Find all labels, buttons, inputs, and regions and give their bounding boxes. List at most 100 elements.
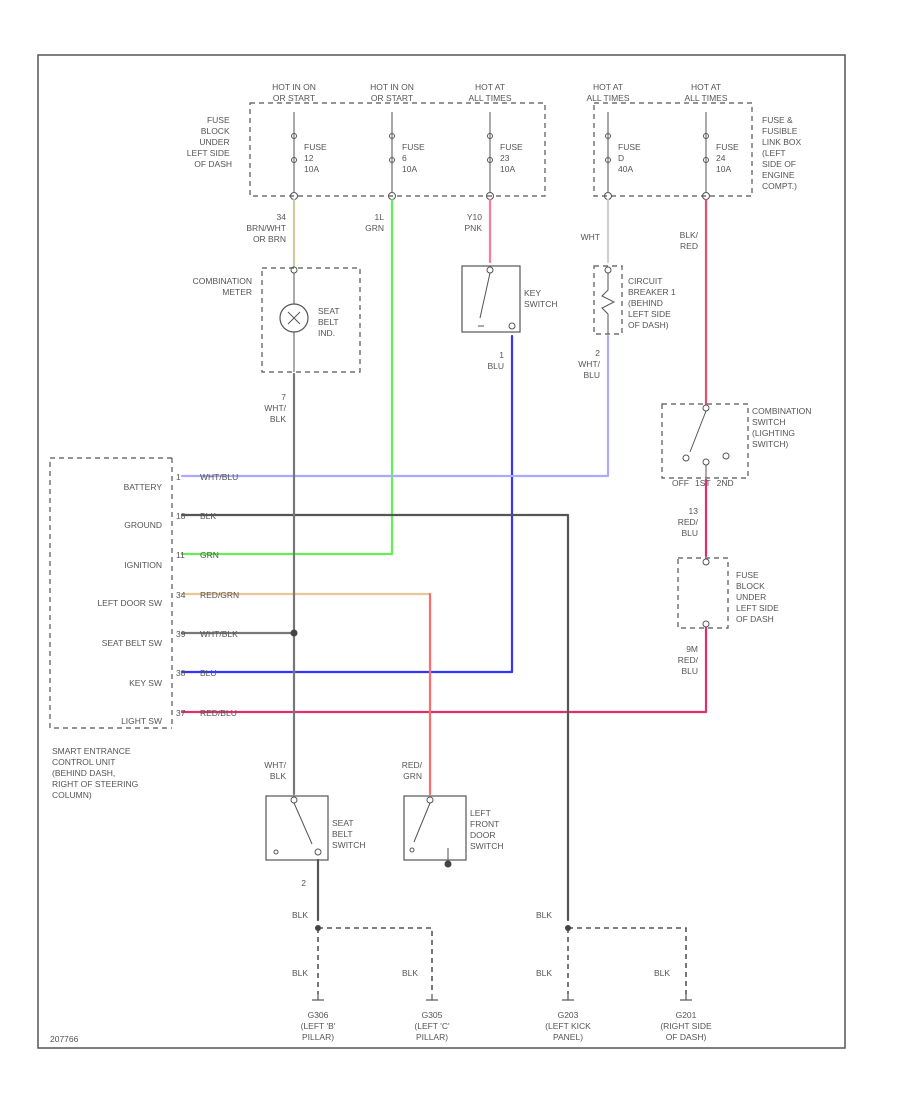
- wire-wht-blu: [180, 334, 610, 478]
- svg-text:LIGHT SW: LIGHT SW: [121, 716, 162, 726]
- ground-blk-label-5: BLK: [536, 968, 552, 978]
- module-pin-battery: BATTERY 1 WHT/BLU: [124, 472, 239, 492]
- ground-symbol-g305: [426, 994, 438, 1001]
- fuse-block-mid-box: [677, 557, 729, 629]
- key-switch-box: [461, 265, 521, 333]
- wire-label-wht-blk-bot: WHT/BLK: [264, 760, 286, 781]
- svg-text:BLK: BLK: [200, 511, 216, 521]
- svg-text:SEAT BELT SW: SEAT BELT SW: [102, 638, 162, 648]
- svg-text:11: 11: [176, 550, 185, 560]
- wire-label-wht: WHT: [581, 232, 600, 242]
- ground-symbol-g306: [312, 994, 324, 1001]
- ground-blk-label-6: BLK: [654, 968, 670, 978]
- fuse-link-box-label: FUSE & FUSIBLE LINK BOX (LEFT SIDE OF EN…: [762, 115, 804, 191]
- module-pin-ground: GROUND 18 BLK: [124, 511, 216, 530]
- fuse-24-symbol: [702, 112, 710, 200]
- wire-blu: [180, 334, 514, 674]
- fuse-block-dash-label: FUSE BLOCK UNDER LEFT SIDE OF DASH: [187, 115, 232, 169]
- ground-blk-label-3: BLK: [292, 968, 308, 978]
- seat-belt-switch-box: [265, 795, 329, 861]
- fuse-12-symbol: [290, 112, 298, 200]
- module-pin-left-door-sw: LEFT DOOR SW 34 RED/GRN: [97, 590, 239, 608]
- svg-text:GROUND: GROUND: [124, 520, 162, 530]
- svg-text:1: 1: [176, 472, 181, 482]
- wire-grn: [180, 198, 394, 556]
- wire-label-blk-red: BLK/RED: [680, 230, 699, 251]
- svg-text:18: 18: [176, 511, 186, 521]
- splice-seat-belt: [290, 629, 298, 637]
- figure-id: 207766: [50, 1034, 79, 1044]
- svg-text:BLU: BLU: [200, 668, 217, 678]
- svg-text:GRN: GRN: [200, 550, 219, 560]
- ground-blk-label-4: BLK: [402, 968, 418, 978]
- fuse-d-symbol: [604, 112, 612, 200]
- wire-label-red-grn: RED/GRN: [402, 760, 423, 781]
- svg-text:BATTERY: BATTERY: [124, 482, 163, 492]
- control-unit-bracket: [49, 457, 172, 729]
- svg-text:38: 38: [176, 668, 186, 678]
- ground-symbol-g203: [562, 994, 574, 1001]
- fuse-23-symbol: [486, 112, 494, 200]
- module-pin-key-sw: KEY SW 38 BLU: [129, 668, 216, 688]
- svg-text:WHT/BLU: WHT/BLU: [200, 472, 238, 482]
- fuse-box-dash: [249, 102, 546, 197]
- wire-red-blu-2: [180, 626, 708, 714]
- door-switch-box: [403, 795, 467, 861]
- ground-symbol-g201: [680, 994, 692, 1001]
- seat-belt-switch-pin: 2: [301, 878, 306, 888]
- ground-g305-label: G305(LEFT 'C'PILLAR): [414, 1010, 450, 1042]
- svg-text:37: 37: [176, 708, 186, 718]
- ground-bus-left: [318, 927, 433, 994]
- svg-text:RED/BLU: RED/BLU: [200, 708, 237, 718]
- module-pin-seat-belt-sw: SEAT BELT SW 39 WHT/BLK: [102, 629, 238, 648]
- svg-text:IGNITION: IGNITION: [124, 560, 162, 570]
- ground-bus-right: [568, 927, 687, 994]
- module-pin-ignition: IGNITION 11 GRN: [124, 550, 219, 570]
- ground-blk-label-1: BLK: [292, 910, 308, 920]
- svg-text:LEFT DOOR SW: LEFT DOOR SW: [97, 598, 162, 608]
- svg-text:39: 39: [176, 629, 186, 639]
- svg-text:WHT/BLK: WHT/BLK: [200, 629, 238, 639]
- diagram-frame: [37, 54, 846, 1049]
- fuse-6-symbol: [388, 112, 396, 200]
- svg-text:KEY SW: KEY SW: [129, 678, 162, 688]
- ground-g306-label: G306(LEFT 'B'PILLAR): [301, 1010, 336, 1042]
- module-pin-light-sw: LIGHT SW 37 RED/BLU: [121, 708, 237, 726]
- combination-switch-box: [661, 403, 749, 479]
- ground-blk-label-2: BLK: [536, 910, 552, 920]
- combination-meter-box: [261, 267, 361, 373]
- wire-blk-ground: [180, 513, 570, 922]
- svg-text:RED/GRN: RED/GRN: [200, 590, 239, 600]
